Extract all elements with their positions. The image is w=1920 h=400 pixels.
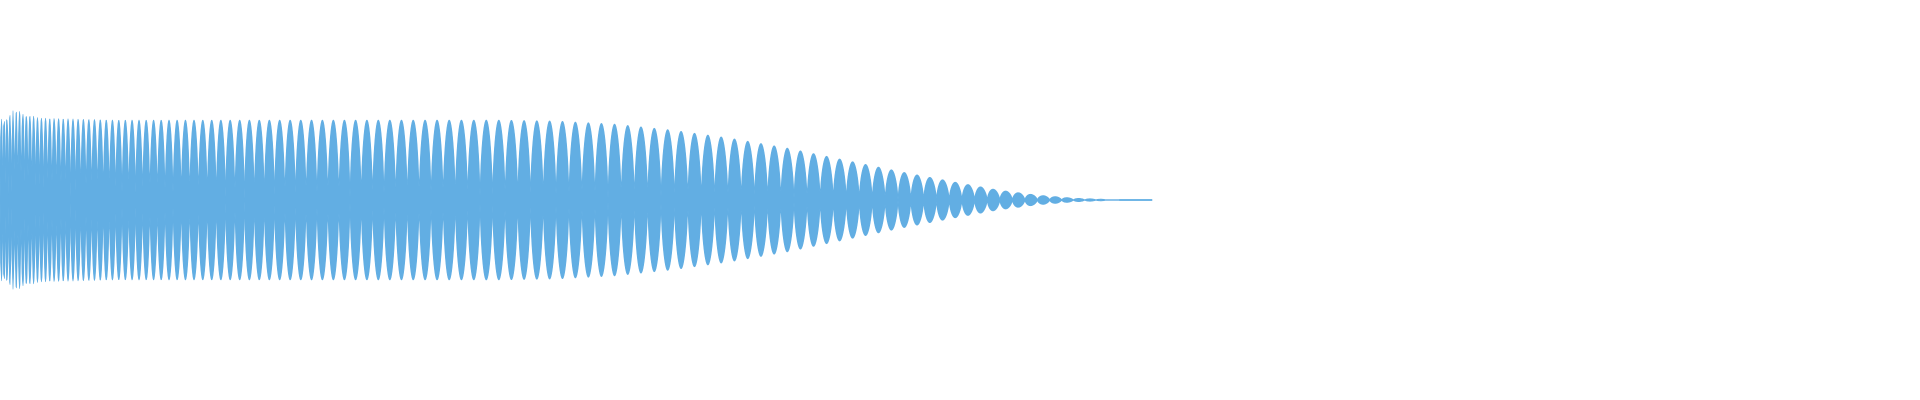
waveform-shape xyxy=(0,110,1153,290)
